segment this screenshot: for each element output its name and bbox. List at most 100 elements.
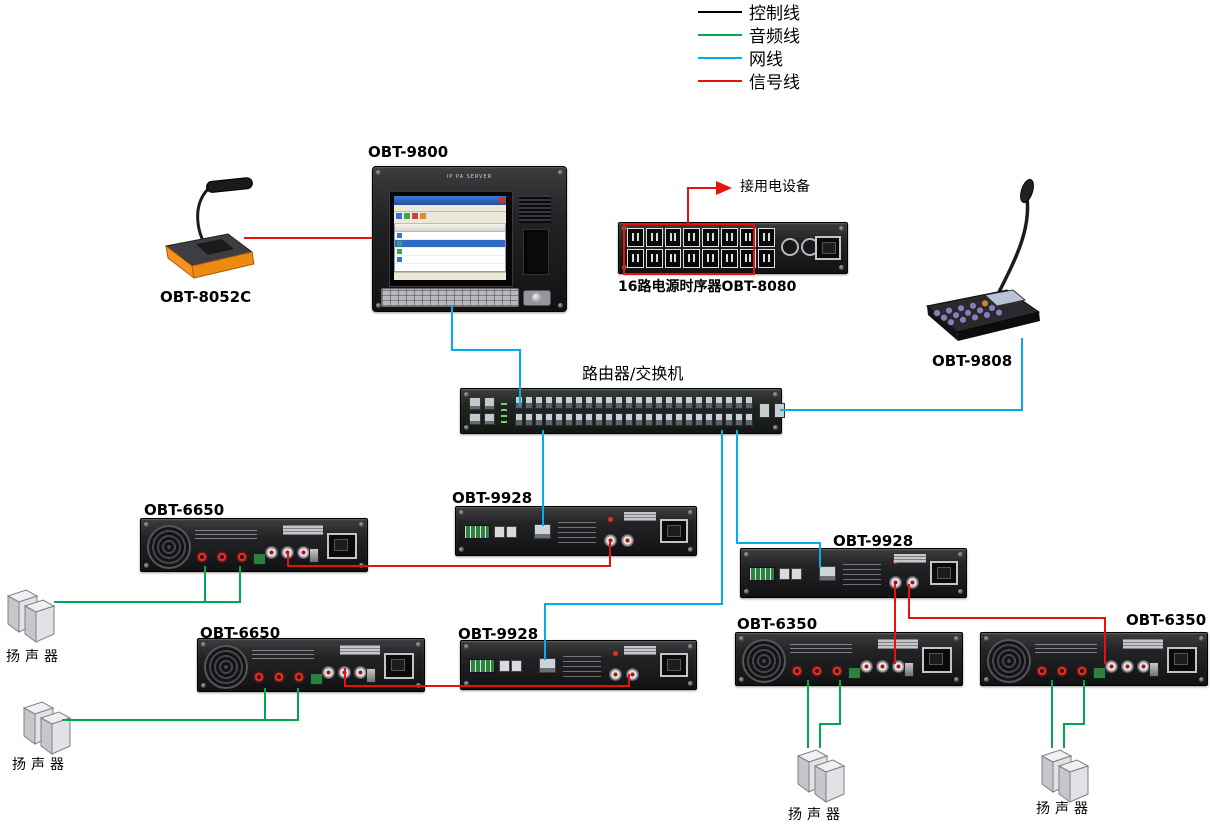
obt-6650-amplifier-2	[197, 638, 425, 692]
keypad-button	[939, 313, 949, 322]
keypad-button	[968, 301, 978, 310]
ethernet-port	[575, 396, 583, 409]
speaker-side	[814, 765, 827, 803]
rca-inputs	[1105, 660, 1150, 673]
rca-inputs	[860, 660, 905, 673]
rca-jack	[889, 576, 902, 589]
signal-line-swatch	[698, 79, 742, 82]
power-outlet	[702, 228, 719, 247]
ethernet-port	[539, 658, 556, 673]
toolbar-icon	[404, 213, 410, 219]
ethernet-port	[735, 396, 743, 409]
screw-icon	[376, 303, 381, 308]
binding-post	[197, 552, 207, 562]
screw-icon	[558, 170, 563, 175]
keypad-button	[994, 308, 1004, 317]
rca-jack	[604, 534, 617, 547]
ethernet-port	[645, 413, 653, 426]
legend-label: 网线	[749, 50, 783, 70]
power-outlet	[664, 249, 682, 268]
keypad-button	[956, 304, 966, 313]
fan-icon	[204, 645, 248, 689]
rca-inputs	[265, 546, 310, 559]
ethernet-port	[655, 413, 663, 426]
rca-jack	[906, 576, 919, 589]
control-line-swatch	[698, 10, 742, 13]
ethernet-port	[555, 413, 563, 426]
binding-post	[217, 552, 227, 562]
ethernet-port	[535, 413, 543, 426]
row-icon	[397, 249, 402, 254]
drive-bay	[523, 229, 549, 275]
legend: 控制线音频线网线信号线	[698, 0, 800, 93]
screw-icon	[376, 170, 381, 175]
list-row-selected	[395, 240, 505, 248]
io-port	[494, 526, 505, 538]
ethernet-port	[555, 396, 563, 409]
ethernet-port	[625, 396, 633, 409]
keypad-button	[970, 313, 980, 322]
power-outlet	[739, 228, 757, 247]
speaker-front	[51, 717, 71, 755]
spec-label	[894, 554, 926, 563]
power-socket	[327, 533, 357, 559]
speaker-box	[39, 711, 72, 755]
screw-icon	[984, 677, 989, 682]
power-outlet	[758, 228, 775, 247]
toolbar-icon	[396, 213, 402, 219]
row-icon	[397, 241, 402, 246]
label-obt-6650-2: OBT-6650	[200, 624, 281, 642]
speaker-front	[825, 765, 845, 803]
speaker-side	[24, 605, 37, 643]
keyboard	[381, 288, 519, 307]
spec-label	[624, 512, 656, 521]
screw-icon	[464, 392, 469, 397]
microphone-head	[1020, 178, 1034, 204]
screw-icon	[459, 510, 464, 515]
mic-screen	[983, 289, 1027, 307]
wire-audio	[62, 688, 299, 721]
label-obt-9928-2: OBT-9928	[833, 532, 914, 550]
speaker-box	[813, 759, 846, 803]
terminal-block	[253, 553, 266, 565]
label-router-switch: 路由器/交换机	[582, 364, 684, 383]
fan-icon	[742, 639, 786, 683]
panel-text	[563, 653, 601, 677]
panel-text	[1035, 642, 1097, 653]
power-outlet	[702, 249, 719, 268]
screw-icon	[359, 563, 364, 568]
led-indicators	[501, 399, 507, 423]
server-monitor	[389, 191, 513, 287]
list-row	[395, 256, 505, 264]
fan-icon	[987, 639, 1031, 683]
ethernet-port	[705, 413, 713, 426]
terminal-block	[848, 667, 861, 679]
ethernet-port	[595, 396, 603, 409]
screw-icon	[958, 589, 963, 594]
speaker-front	[35, 605, 55, 643]
speaker-pair-3	[796, 749, 846, 803]
legend-item-control-line: 控制线	[698, 0, 800, 24]
screw-icon	[954, 677, 959, 682]
speaker-box	[1057, 759, 1090, 803]
ethernet-port	[595, 413, 603, 426]
screw-icon	[954, 636, 959, 641]
ethernet-port	[575, 413, 583, 426]
ethernet-port	[655, 396, 663, 409]
power-outlet	[720, 228, 738, 247]
binding-post	[1077, 666, 1087, 676]
screw-icon	[688, 644, 693, 649]
speaker-front	[1069, 765, 1089, 803]
window-menubar	[394, 205, 506, 212]
screw-icon	[144, 563, 149, 568]
keypad-button	[987, 303, 997, 313]
spec-label	[624, 646, 656, 655]
obt-8052c-desktop-microphone	[164, 177, 255, 280]
rca-jack	[265, 546, 278, 559]
screw-icon	[416, 683, 421, 688]
spec-label	[878, 639, 918, 649]
power-socket	[660, 653, 688, 677]
round-connector	[781, 238, 799, 256]
server-screen-ui	[394, 196, 506, 280]
power-outlet	[739, 249, 757, 268]
